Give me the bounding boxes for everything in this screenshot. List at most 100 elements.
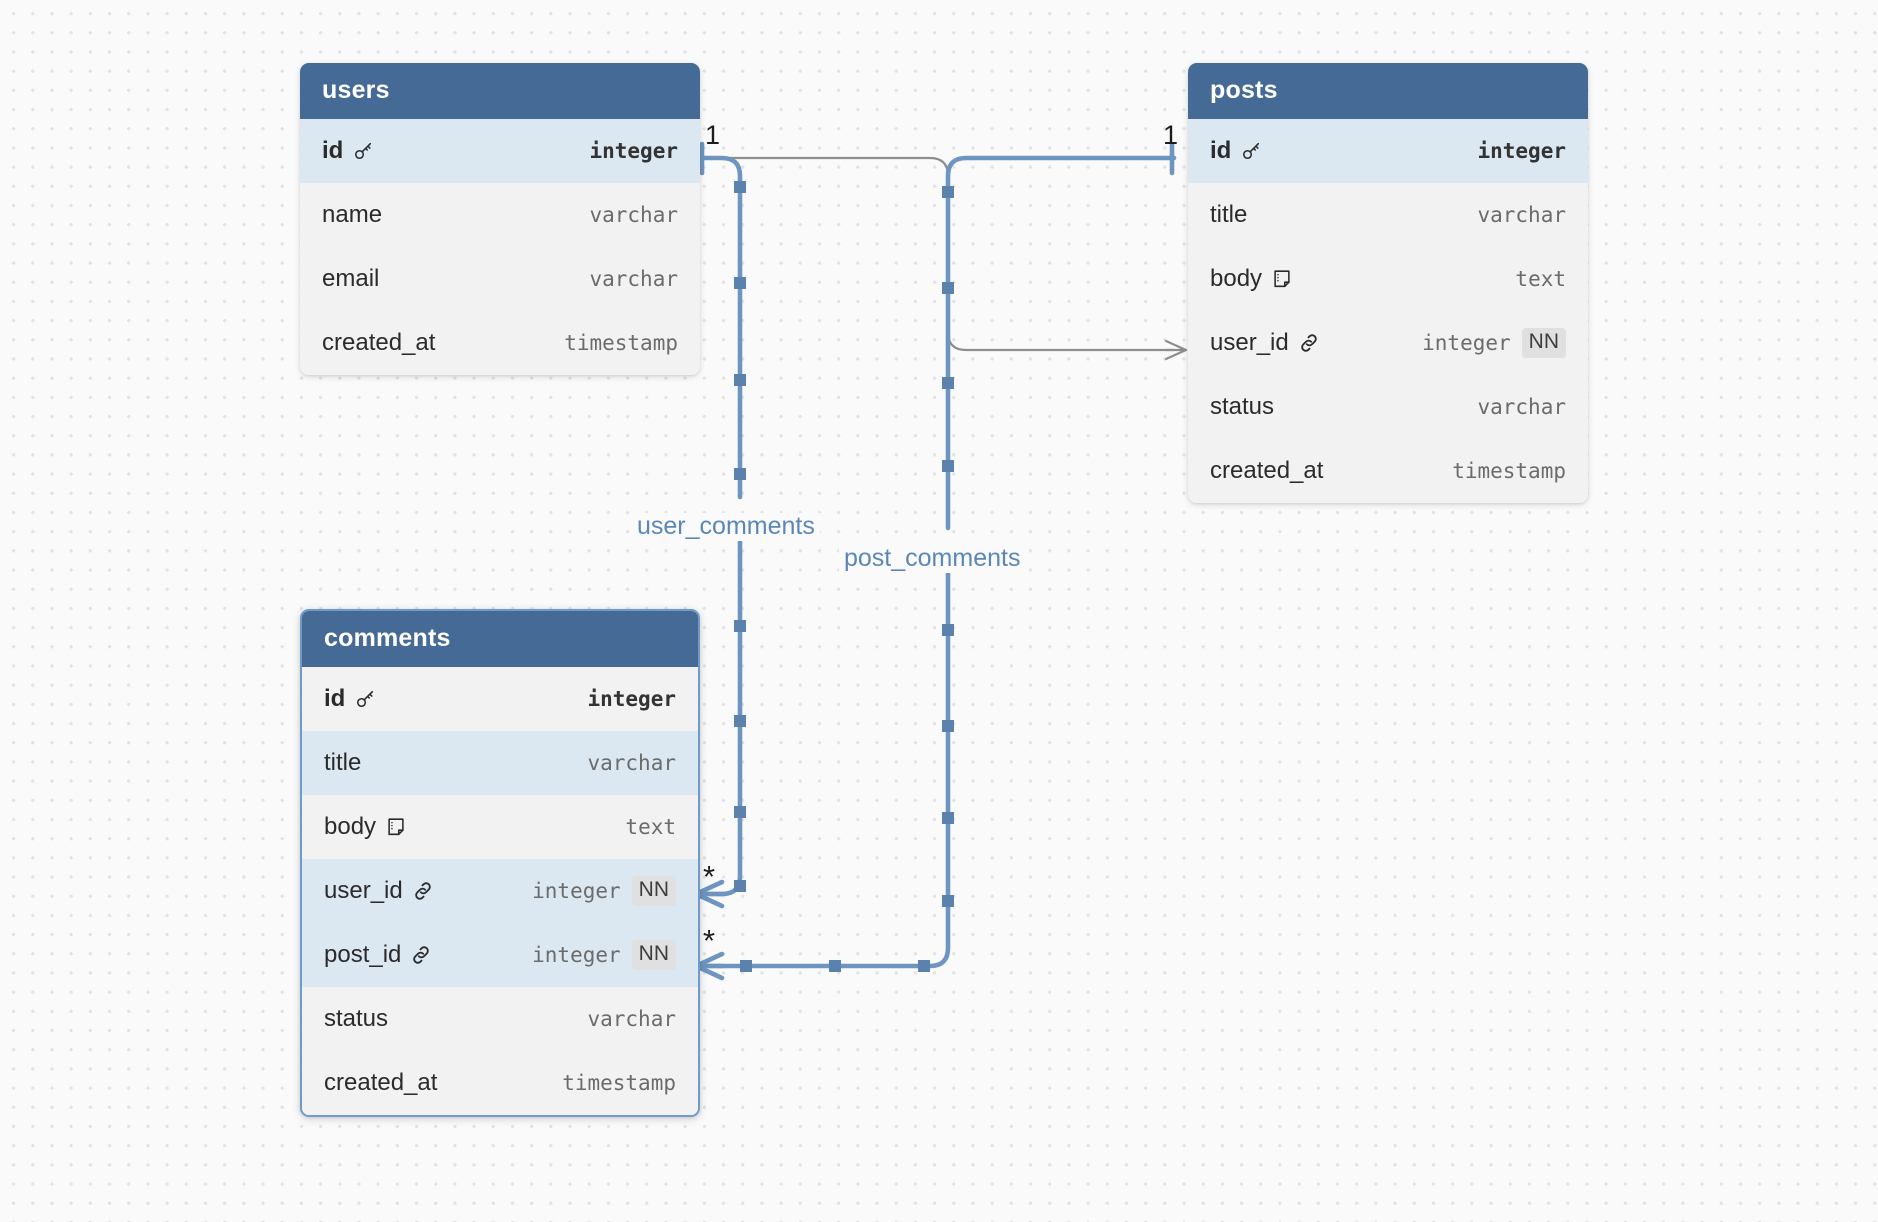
field-type-cell: integer NN (532, 940, 676, 970)
field-row[interactable]: email varchar (300, 247, 700, 311)
field-type-cell: timestamp (1452, 459, 1566, 483)
table-card-users[interactable]: users id integer name varchar email varchar cre… (300, 63, 700, 375)
field-row[interactable]: post_id integer NN (302, 923, 698, 987)
cardinality-target-user_comments: * (703, 859, 716, 894)
cardinality-source-user_comments: 1 (705, 120, 721, 150)
field-name-cell: created_at (324, 1069, 437, 1097)
not-null-badge: NN (631, 940, 676, 970)
field-name-cell: id (1210, 137, 1262, 165)
field-name-cell: body (1210, 265, 1293, 293)
field-row[interactable]: created_at timestamp (300, 311, 700, 375)
field-type-cell: timestamp (564, 331, 678, 355)
field-row[interactable]: status varchar (302, 987, 698, 1051)
field-name-label: id (324, 685, 346, 712)
link-icon (1298, 332, 1320, 354)
relationship-label-post_comments[interactable]: post_comments (839, 544, 1026, 573)
field-row[interactable]: body text (1188, 247, 1588, 311)
field-row[interactable]: created_at timestamp (302, 1051, 698, 1115)
field-type-cell: integer NN (532, 876, 676, 906)
field-name-label: id (322, 137, 344, 164)
field-name-label: created_at (1210, 457, 1324, 484)
field-name-label: created_at (324, 1069, 438, 1096)
field-row[interactable]: id integer (302, 667, 698, 731)
field-name-cell: name (322, 201, 382, 229)
field-type-cell: varchar (589, 267, 678, 291)
not-null-badge: NN (631, 876, 676, 906)
table-title-users[interactable]: users (300, 63, 700, 119)
field-row[interactable]: body text (302, 795, 698, 859)
field-row[interactable]: created_at timestamp (1188, 439, 1588, 503)
field-type-label: varchar (1477, 203, 1566, 227)
field-type-label: varchar (1477, 395, 1566, 419)
field-type-cell: text (1515, 267, 1566, 291)
table-card-comments[interactable]: comments id integer title varchar body text use… (300, 609, 700, 1117)
not-null-badge: NN (1521, 328, 1566, 358)
relationship-label-user_comments[interactable]: user_comments (632, 512, 820, 541)
field-type-label: timestamp (1452, 459, 1566, 483)
field-type-label: varchar (587, 751, 676, 775)
field-name-label: email (322, 265, 380, 292)
link-icon (410, 944, 432, 966)
field-name-label: name (322, 201, 383, 228)
field-name-cell: created_at (1210, 457, 1323, 485)
field-type-label: varchar (587, 1007, 676, 1031)
field-type-label: integer (532, 878, 621, 903)
field-type-cell: timestamp (562, 1071, 676, 1095)
field-type-label: varchar (589, 267, 678, 291)
key-icon (1240, 140, 1262, 162)
field-type-label: varchar (589, 203, 678, 227)
field-type-label: timestamp (562, 1071, 676, 1095)
link-icon (412, 880, 434, 902)
table-card-posts[interactable]: posts id integer title varchar body text user_i… (1188, 63, 1588, 503)
table-title-comments[interactable]: comments (302, 611, 698, 667)
field-row[interactable]: name varchar (300, 183, 700, 247)
field-name-cell: title (1210, 201, 1247, 229)
field-type-cell: integer (589, 139, 678, 163)
field-type-cell: varchar (589, 203, 678, 227)
field-type-cell: integer NN (1422, 328, 1566, 358)
field-name-cell: user_id (1210, 329, 1320, 357)
field-name-cell: post_id (324, 941, 432, 969)
field-row[interactable]: id integer (1188, 119, 1588, 183)
field-name-cell: email (322, 265, 379, 293)
field-name-label: title (1210, 201, 1248, 228)
field-type-label: integer (532, 942, 621, 967)
field-type-cell: integer (1477, 139, 1566, 163)
field-type-cell: varchar (1477, 395, 1566, 419)
field-name-label: body (1210, 265, 1263, 292)
field-row[interactable]: status varchar (1188, 375, 1588, 439)
field-name-cell: user_id (324, 877, 434, 905)
field-name-label: user_id (1210, 329, 1289, 356)
field-type-label: integer (587, 687, 676, 711)
field-name-cell: status (1210, 393, 1274, 421)
key-icon (354, 688, 376, 710)
field-name-label: user_id (324, 877, 403, 904)
note-icon (385, 816, 407, 838)
field-name-label: status (324, 1005, 389, 1032)
field-name-cell: body (324, 813, 407, 841)
field-row[interactable]: id integer (300, 119, 700, 183)
field-type-label: timestamp (564, 331, 678, 355)
field-name-cell: id (324, 685, 376, 713)
field-name-label: post_id (324, 941, 402, 968)
field-name-cell: id (322, 137, 374, 165)
field-row[interactable]: title varchar (1188, 183, 1588, 247)
field-type-cell: varchar (587, 751, 676, 775)
field-name-cell: status (324, 1005, 388, 1033)
field-row[interactable]: user_id integer NN (1188, 311, 1588, 375)
field-name-label: body (324, 813, 377, 840)
field-type-label: integer (1422, 330, 1511, 355)
field-name-label: created_at (322, 329, 436, 356)
note-icon (1271, 268, 1293, 290)
table-title-posts[interactable]: posts (1188, 63, 1588, 119)
field-type-label: integer (1477, 139, 1566, 163)
field-type-cell: text (625, 815, 676, 839)
field-type-cell: varchar (1477, 203, 1566, 227)
field-row[interactable]: title varchar (302, 731, 698, 795)
field-type-label: text (1515, 267, 1566, 291)
edge-posts-user[interactable] (700, 156, 1188, 361)
field-row[interactable]: user_id integer NN (302, 859, 698, 923)
field-name-cell: title (324, 749, 361, 777)
field-type-cell: varchar (587, 1007, 676, 1031)
